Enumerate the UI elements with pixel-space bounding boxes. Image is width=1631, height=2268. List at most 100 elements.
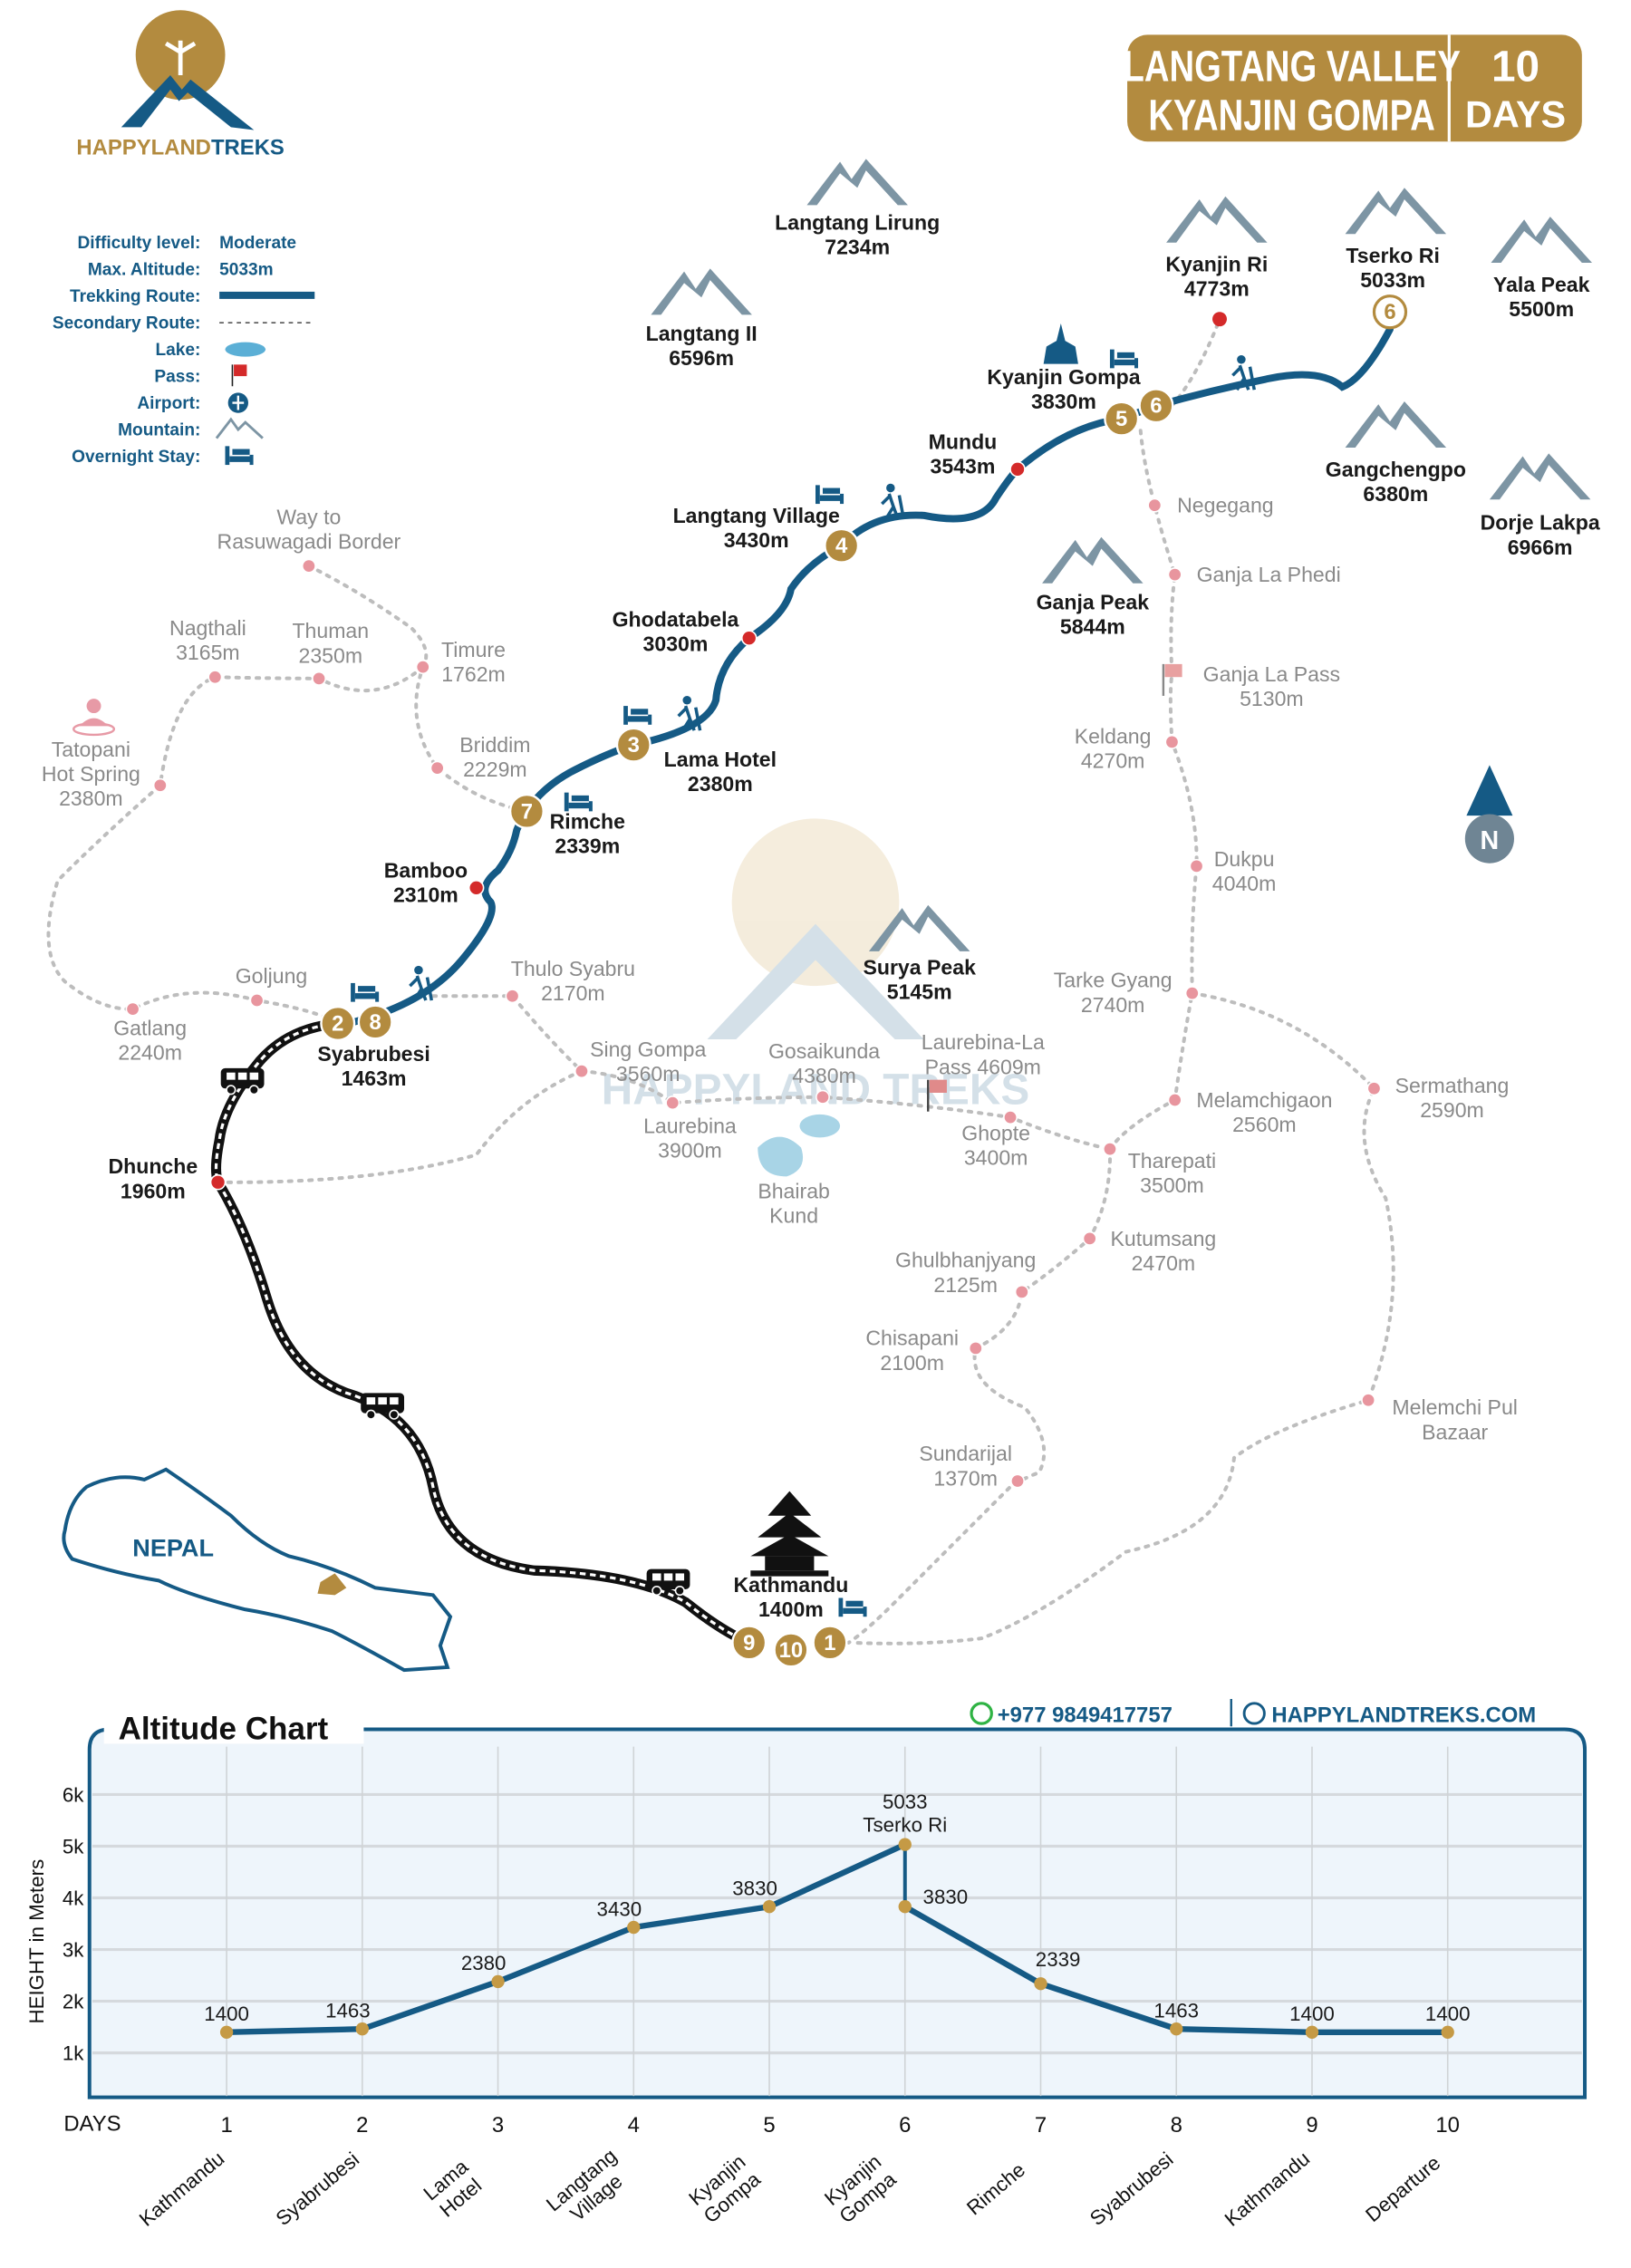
place-label: Ghulbhanjyang [895,1249,1036,1272]
place-dot [505,989,520,1004]
stop-label: 1463m [342,1066,407,1090]
legend-key: Airport: [137,394,200,413]
day-badge-number: 9 [743,1631,755,1655]
stop-label: 1960m [121,1179,186,1202]
place-label: Sing Gompa [590,1037,706,1061]
mountain-label: 5500m [1509,297,1574,321]
place-dot [968,1340,983,1356]
place-label: 2125m [933,1273,998,1297]
x-category-label: Rimche [962,2158,1029,2220]
gompa-icon [1043,323,1078,364]
mountain-label: 6966m [1508,536,1573,559]
legend-key: Max. Altitude: [88,261,201,280]
place-label: 5130m [1240,687,1304,710]
altitude-point [1170,2022,1183,2036]
altitude-chart: Altitude Chart HEIGHT in Meters DAYS 1k2… [25,1703,1588,2231]
mountain-label: Kyanjin Ri [1165,253,1268,276]
x-category-label: Departure [1361,2151,1444,2226]
mountain-label: Langtang II [646,322,758,345]
legend-value: 5033m [219,261,274,280]
altitude-point [762,1900,777,1914]
y-tick-label: 2k [63,1991,84,2013]
place-dot [816,1089,830,1105]
day-badge-number: 10 [779,1638,804,1663]
stop-dot [740,630,758,646]
place-label: 3500m [1140,1173,1204,1197]
place-label: 3560m [616,1062,680,1086]
place-label: Dukpu [1214,847,1275,871]
mountain-icon [215,417,264,439]
place-dot [1102,1142,1117,1157]
place-label: Tarke Gyang [1054,969,1173,992]
altitude-point [1441,2025,1454,2039]
pass-flag-icon [927,1079,947,1112]
mountain-label: 7234m [825,236,890,259]
mountain-icon [1489,453,1591,500]
stop-label: 3543m [931,455,996,478]
altitude-point [491,1974,505,1989]
x-category-label: KyanjinGompa [820,2149,901,2227]
place-dot [207,670,223,685]
legend-key: Lake: [155,341,200,360]
place-label: Nagthali [169,616,246,640]
contact-website[interactable]: HAPPYLANDTREKS.COM [1271,1703,1536,1728]
place-label: Sundarijal [919,1442,1012,1465]
title-line2: KYANJIN GOMPA [1148,92,1434,140]
whatsapp-icon [970,1702,993,1725]
place-label: Timure [441,638,506,661]
altitude-point [219,2025,234,2039]
bed-icon [225,446,254,466]
place-dot [1167,1092,1182,1107]
stop-label: Syabrubesi [317,1042,429,1066]
place-label: 2590m [1420,1098,1484,1122]
place-label: 3165m [176,641,240,664]
svg-text:HAPPYLANDTREKS: HAPPYLANDTREKS [76,136,285,160]
place-dot [1010,1473,1025,1489]
mountain-icon [1042,536,1144,584]
stop-label: 3430m [724,528,789,552]
stop-label: 1400m [758,1597,824,1621]
place-label: 2350m [298,643,362,667]
day-badge-number: 6 [1150,394,1162,419]
place-label: Chisapani [865,1327,959,1350]
place-label: Sermathang [1395,1074,1510,1097]
stop-dot [1009,461,1026,478]
day-badge-summit: 6 [1372,294,1408,330]
mountain-label: 6596m [669,346,734,370]
x-tick-label: 1 [220,2113,232,2138]
place-label: 2560m [1232,1113,1297,1136]
place-label: Laurebina [643,1115,737,1138]
mountain-icon [651,268,752,315]
day-badge-number: 2 [332,1011,343,1036]
place-label: 2170m [541,981,605,1005]
y-tick-label: 4k [63,1887,84,1909]
place-dot [1189,858,1204,873]
mountain-label: Ganja Peak [1037,590,1150,613]
place-label: 2229m [463,758,527,781]
y-tick-label: 1k [63,2042,84,2065]
place-label: Ganja La Pass [1203,662,1340,686]
place-label: Laurebina-La [922,1030,1045,1054]
altitude-line-segment [1176,2026,1313,2035]
contact-phone[interactable]: +977 9849417757 [998,1703,1173,1728]
altitude-point [1305,2025,1319,2039]
place-label: Gatlang [113,1016,187,1039]
place-label: Rasuwagadi Border [217,529,401,553]
day-badge-number: 6 [1384,300,1395,324]
place-dot [1147,497,1163,513]
altitude-point [355,2022,369,2036]
stop-label: Bamboo [384,859,468,883]
altitude-line-segment [1039,1981,1178,2032]
stop-label: Ghodatabela [613,607,739,631]
temple-icon [750,1491,829,1577]
altitude-value-label: 1400 [1289,2003,1335,2025]
place-label: Pass 4609m [925,1055,1041,1078]
x-category-label: Kathmandu [1221,2147,1314,2230]
place-dot [249,993,265,1009]
chart-frame [87,1727,1588,2099]
mountain-label: Surya Peak [863,955,976,979]
place-label: Keldang [1075,725,1152,748]
y-tick-label: 3k [63,1939,84,1962]
